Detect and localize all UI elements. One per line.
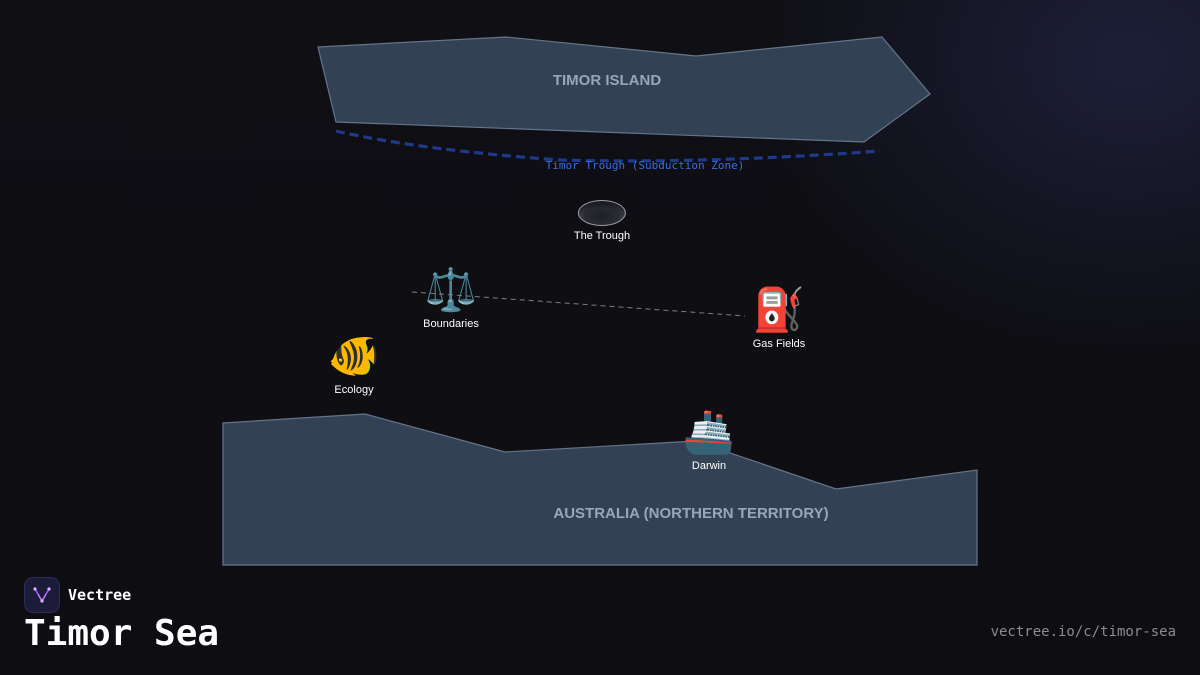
boundary-line	[411, 291, 746, 317]
page-title: Timor Sea	[24, 613, 220, 654]
trench-label: Timor Trough (Subduction Zone)	[546, 159, 745, 172]
vectree-logo-icon	[24, 577, 60, 613]
marker-the-trough[interactable]: The Trough	[574, 178, 630, 242]
scales-icon: ⚖️	[424, 265, 478, 314]
fish-icon: 🐠	[327, 331, 381, 380]
marker-label: Darwin	[691, 460, 727, 472]
timor-island-landmass	[317, 36, 931, 143]
timor-trough-line	[335, 129, 881, 163]
marker-label: Boundaries	[423, 318, 479, 330]
marker-boundaries[interactable]: ⚖️ Boundaries	[423, 265, 479, 331]
australia-landmass	[222, 413, 978, 566]
fuel-pump-icon: ⛽	[752, 285, 806, 334]
marker-label: Ecology	[334, 384, 374, 396]
marker-label: The Trough	[573, 230, 631, 242]
page-url[interactable]: vectree.io/c/timor-sea	[990, 624, 1176, 640]
australia-label: AUSTRALIA (NORTHERN TERRITORY)	[553, 505, 828, 522]
marker-gas-fields[interactable]: ⛽ Gas Fields	[752, 285, 806, 351]
marker-label: Gas Fields	[752, 338, 806, 350]
trench-hole-icon	[577, 200, 626, 226]
ship-icon: 🚢	[682, 407, 736, 456]
marker-ecology[interactable]: 🐠 Ecology	[327, 331, 381, 397]
marker-darwin[interactable]: 🚢 Darwin	[682, 407, 736, 473]
brand[interactable]: Vectree	[24, 577, 131, 613]
timor-island-label: TIMOR ISLAND	[553, 72, 661, 89]
brand-name: Vectree	[68, 586, 132, 604]
